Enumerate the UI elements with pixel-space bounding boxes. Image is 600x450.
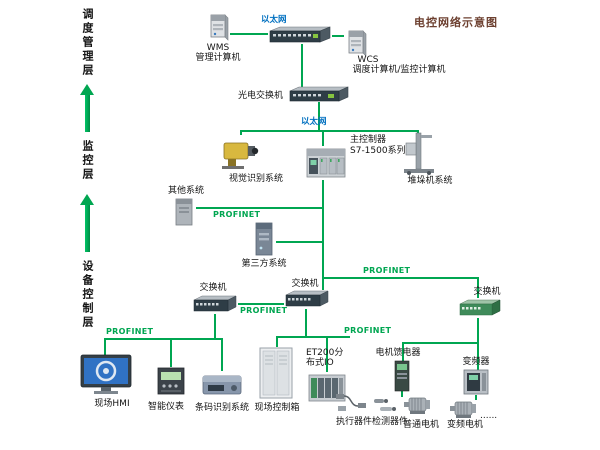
other-system-label: 其他系统 [167,186,204,196]
actuator-icon [334,390,368,416]
actuator-label: 执行器件 [335,417,372,427]
connector-line [104,338,106,355]
up-arrow-icon [80,84,94,132]
third-party-system-icon [252,221,276,257]
connector-line [322,277,478,279]
connector-line [276,336,278,347]
vfd-icon [462,369,490,395]
detector-label: 检测器件 [371,417,408,427]
controller-label: 主控制器 [350,135,387,145]
switch1-label: 交换机 [199,283,227,293]
connector-line [326,336,328,372]
diagram-title: 电控网络示意图 [414,16,498,29]
connector-line [305,309,307,336]
vision-camera-icon [220,133,260,171]
switch3-label: 交换机 [473,287,501,297]
hmi-panel-icon [80,354,132,396]
stacker-label: 堆垛机系统 [407,176,453,186]
connector-line [402,342,479,344]
connector-line [401,391,403,397]
profinet-label: PROFINET [344,326,392,335]
wcs-label: WCS [357,55,379,65]
control-box-label: 现场控制箱 [254,403,300,413]
wms-label: WMS [206,43,230,53]
stacker-crane-icon [396,131,440,175]
profinet-label: PROFINET [106,327,154,336]
connector-line [238,303,284,305]
wcs-desc-label: 调度计算机/监控计算机 [352,65,446,75]
hmi-label: 现场HMI [94,399,130,409]
up-arrow-icon [80,194,94,252]
et200-label-line2: 布式IO [306,358,334,368]
motor-icon [448,398,478,422]
third-party-label: 第三方系统 [241,259,287,269]
connector-line [332,35,344,37]
et200-label-line1: ET200分 [306,348,344,358]
connector-line [170,338,172,367]
barcode-reader-icon [202,370,242,398]
connector-line [477,318,479,370]
arrow-head [80,84,94,95]
smart-meter-icon [156,366,186,396]
layer-label-monitoring: 监控层 [81,140,94,182]
wcs-server-icon [344,28,368,58]
connector-line [221,338,223,371]
controller-series-label: S7-1500系列 [350,146,406,156]
connector-line [104,338,223,340]
motor-vfd-label: 变频电机 [446,420,483,430]
plc-controller-icon [306,146,346,180]
connector-line [230,33,268,35]
connector-line [196,207,323,209]
connector-line [318,102,320,130]
optical-switch-icon [288,86,350,103]
network-switch-2-icon [284,289,330,309]
motor-normal-label: 普通电机 [402,420,439,430]
vision-label: 视觉识别系统 [228,174,283,184]
network-switch-3-icon [458,298,502,318]
connector-line [402,342,404,361]
arrow-head [80,194,94,205]
connector-line [322,180,324,290]
connector-line [475,395,477,400]
connector-line [276,336,350,338]
smart-meter-label: 智能仪表 [147,402,184,412]
connector-line [276,241,323,243]
control-cabinet-icon [258,346,294,400]
ethernet-label: 以太网 [301,117,327,127]
motor-icon [402,394,432,418]
ethernet-switch-icon [268,26,332,44]
layer-label-device-control: 设备控制层 [81,260,94,330]
connector-line [477,277,479,298]
connector-line [417,130,419,133]
arrow-stem [84,95,90,132]
wms-server-icon [206,12,230,42]
wms-desc-label: 管理计算机 [195,53,241,63]
layer-label-dispatch-management: 调度管理层 [81,8,94,78]
connector-line [240,130,242,135]
detector-icon [372,394,400,416]
motor-feeder-label: 电机馈电器 [375,348,421,358]
switch2-label: 交换机 [291,279,319,289]
other-system-icon [172,197,196,227]
profinet-label: PROFINET [213,210,261,219]
profinet-label: PROFINET [240,306,288,315]
connector-line [322,130,324,146]
optical-switch-label: 光电交换机 [238,91,284,101]
ethernet-label: 以太网 [261,15,287,25]
network-switch-1-icon [192,294,238,314]
more-devices-label: ...... [480,411,498,421]
connector-line [301,44,303,87]
barcode-label: 条码识别系统 [194,403,249,413]
arrow-stem [84,205,90,252]
connector-line [214,314,216,338]
motor-feeder-icon [392,360,412,392]
vfd-label: 变频器 [462,357,490,367]
connector-line [240,130,418,132]
profinet-label: PROFINET [363,266,411,275]
